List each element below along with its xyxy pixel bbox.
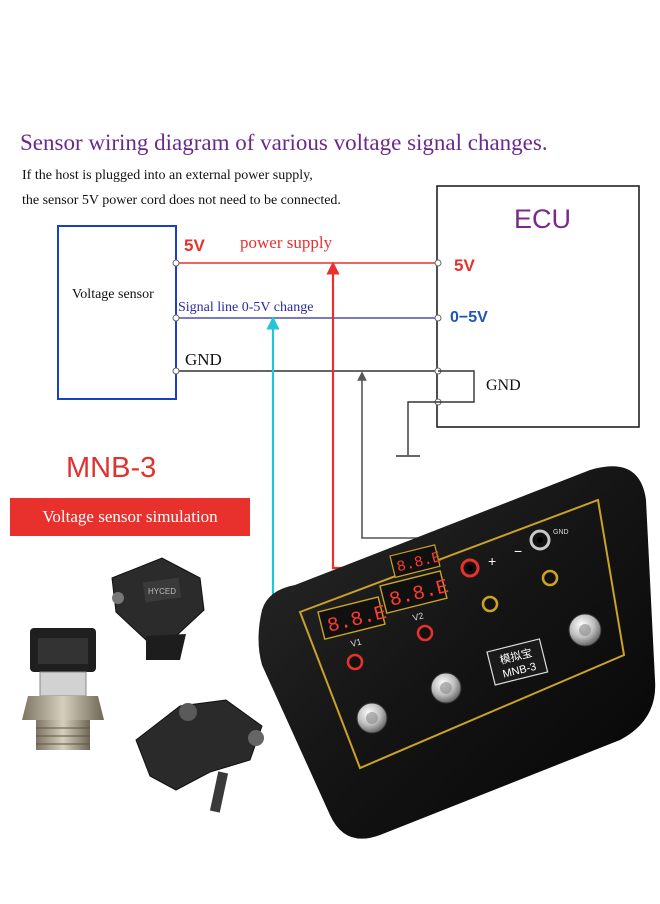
product-model-title: MNB-3 <box>66 452 157 484</box>
signal-line-label: Signal line 0-5V change <box>178 300 314 315</box>
sensor-5v-terminal <box>172 259 180 267</box>
gnd-port-label: GND <box>553 529 569 536</box>
ecu-signal-pin-label: 0−5V <box>450 309 488 326</box>
ecu-signal-terminal <box>434 314 442 322</box>
minus-label: − <box>514 543 522 559</box>
mnb3-device: 8.8.E V1 8.8.E V2 8.8.E + − <box>258 466 656 839</box>
ecu-label: ECU <box>514 204 572 234</box>
sensor-gnd-label: GND <box>185 350 222 369</box>
power-supply-label: power supply <box>240 233 333 252</box>
simulation-banner: Voltage sensor simulation <box>10 498 250 536</box>
throttle-sensor-picture: HYCED <box>111 557 205 660</box>
display-1-label: V1 <box>350 637 363 649</box>
diagram-title: Sensor wiring diagram of various voltage… <box>20 130 548 155</box>
pressure-sensor-picture <box>22 628 104 750</box>
ecu-5v-pin-label: 5V <box>454 256 475 275</box>
plus-label: + <box>488 553 496 569</box>
sensor-signal-terminal <box>172 314 180 322</box>
sensor-gnd-terminal <box>172 367 180 375</box>
display-2-label: V2 <box>412 611 425 623</box>
power-note-line-1: If the host is plugged into an external … <box>22 168 313 183</box>
ground-lead <box>407 401 438 455</box>
map-sensor-picture <box>135 699 264 813</box>
v2-port[interactable] <box>416 624 434 642</box>
ecu-gnd-bracket <box>438 370 475 403</box>
power-pin-label: 5V <box>184 236 205 255</box>
voltage-sensor-label: Voltage sensor <box>72 287 154 302</box>
ecu-5v-terminal <box>434 259 442 267</box>
power-note-line-2: the sensor 5V power cord does not need t… <box>22 193 341 208</box>
ecu-box <box>436 185 640 428</box>
ecu-gnd-pin-label: GND <box>486 377 521 394</box>
aux-port[interactable] <box>541 569 559 587</box>
throttle-sensor-marking: HYCED <box>148 587 176 596</box>
voltage-sensor-box <box>57 225 177 400</box>
v1-port[interactable] <box>346 653 364 671</box>
o2-port[interactable] <box>481 595 499 613</box>
